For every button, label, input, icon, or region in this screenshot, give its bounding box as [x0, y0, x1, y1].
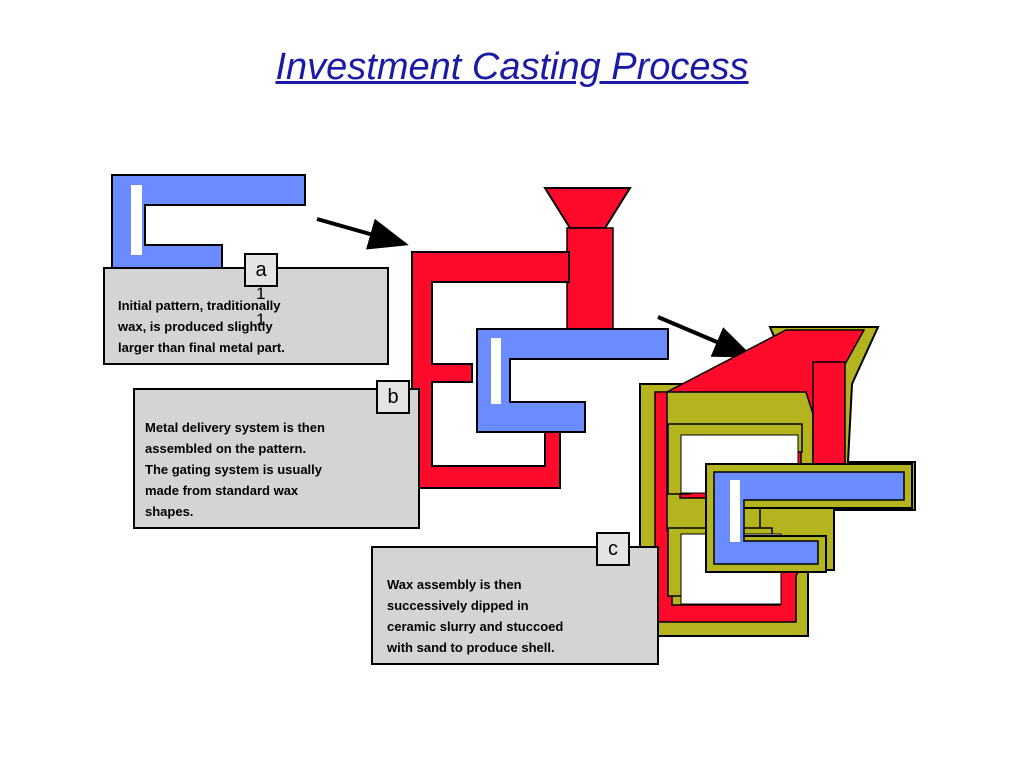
page-title: Investment Casting Process — [275, 46, 749, 88]
step-c-tag: c — [596, 532, 630, 566]
ceramic-shell-c — [639, 326, 916, 637]
step-b-text: Metal delivery system is then assembled … — [145, 420, 325, 519]
arrow-a-to-b — [316, 217, 409, 250]
step-b-tag: b — [376, 380, 410, 414]
stray-mark-1: 1 — [256, 284, 266, 303]
step-b-box — [133, 388, 420, 529]
gating-assembly-b — [411, 187, 669, 489]
wax-pattern-a — [111, 174, 306, 277]
arrow-b-to-c — [657, 315, 754, 358]
step-c-text: Wax assembly is then successively dipped… — [387, 577, 564, 655]
step-a-tag: a — [244, 253, 278, 287]
stray-mark-2: 1 — [256, 310, 266, 329]
step-a-text: Initial pattern, traditionally wax, is p… — [118, 298, 285, 355]
